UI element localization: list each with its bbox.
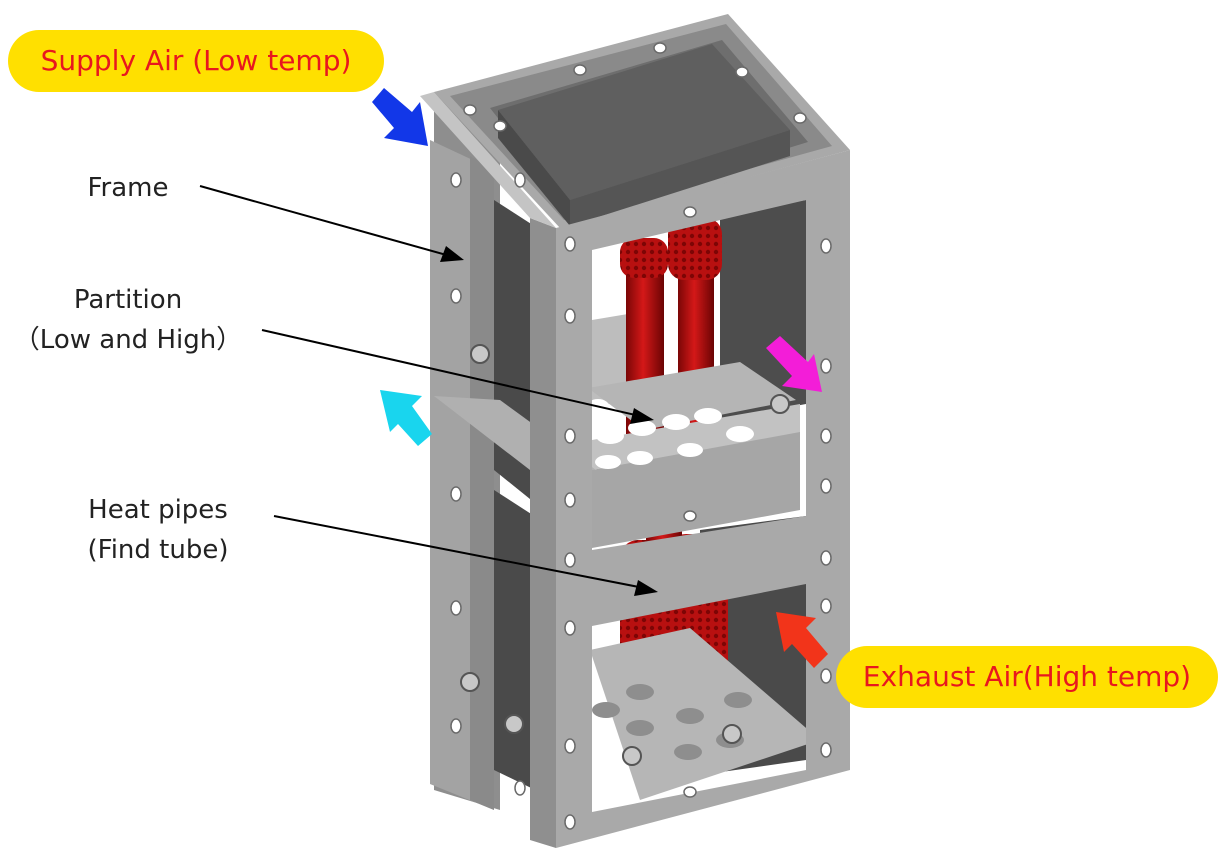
partition-bolts xyxy=(470,344,790,414)
bolt-holes xyxy=(450,42,832,830)
heat-pipes-label: Heat pipes (Find tube) xyxy=(40,490,276,570)
frame-left-post xyxy=(430,140,494,810)
supply-air-arrow xyxy=(372,88,428,146)
top-cover-block xyxy=(498,44,790,226)
supply-air-label: Supply Air (Low temp) xyxy=(8,30,384,92)
cyan-flow-arrow xyxy=(380,390,432,446)
partition-label: Partition （Low and High） xyxy=(0,280,256,360)
bottom-plate xyxy=(460,628,820,800)
frame-label-text: Frame xyxy=(87,173,169,203)
partition-label-line2: （Low and High） xyxy=(13,325,243,355)
frame-label: Frame xyxy=(60,168,196,208)
magenta-flow-arrow xyxy=(766,336,822,392)
exhaust-air-label: Exhaust Air(High temp) xyxy=(836,646,1218,708)
partition-label-line1: Partition xyxy=(73,285,183,315)
heat-pipes-label-line1: Heat pipes xyxy=(88,495,228,525)
heat-pipes-label-line2: (Find tube) xyxy=(87,535,229,565)
leader-lines xyxy=(199,185,658,596)
exhaust-air-arrow xyxy=(776,612,828,668)
front-frame xyxy=(420,92,850,848)
